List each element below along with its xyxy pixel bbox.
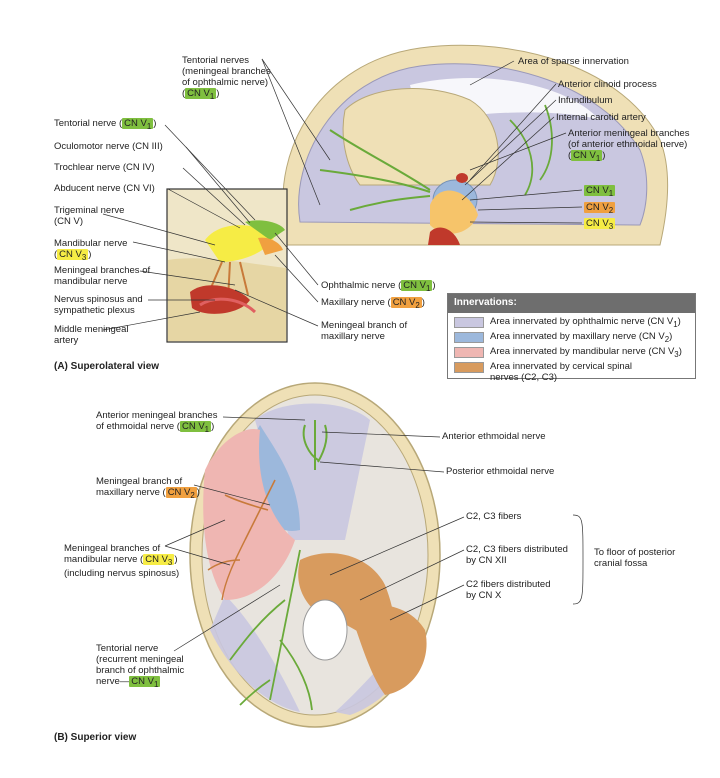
label-post-ethmoidal: Posterior ethmoidal nerve	[446, 466, 555, 477]
label-ant-ethmoidal: Anterior ethmoidal nerve	[442, 431, 546, 442]
label-trigeminal: Trigeminal nerve (CN V)	[54, 205, 125, 227]
caption-a: (A) Superolateral view	[54, 361, 160, 372]
swatch-maxillary	[454, 332, 484, 343]
label-c2-x: C2 fibers distributed by CN X	[466, 579, 551, 601]
label-mandibular: Mandibular nerve (CN V3)	[54, 238, 128, 262]
label-ophthalmic: Ophthalmic nerve (CN V1)	[321, 280, 436, 293]
legend-item-ophthalmic: Area innervated by ophthalmic nerve (CN …	[454, 316, 695, 329]
swatch-ophthalmic	[454, 317, 484, 328]
label-middle-meningeal: Middle meningeal artery	[54, 324, 129, 346]
label-meningeal-maxillary-b: Meningeal branch of maxillary nerve (CN …	[96, 476, 200, 500]
label-tentorial-nerves: Tentorial nerves (meningeal branches of …	[182, 55, 271, 101]
label-meningeal-mandibular-b: Meningeal branches of mandibular nerve (…	[64, 543, 180, 579]
label-cn-v2-a: CN V2	[584, 202, 616, 215]
label-clinoid: Anterior clinoid process	[558, 79, 657, 90]
legend-title: Innervations:	[448, 294, 695, 313]
label-meningeal-mandibular-a: Meningeal branches of mandibular nerve	[54, 265, 151, 287]
cn-v1-badge: CN V1	[122, 118, 154, 131]
legend-item-maxillary: Area innervated by maxillary nerve (CN V…	[454, 331, 695, 344]
label-sparse: Area of sparse innervation	[518, 56, 629, 67]
label-nervus-spinosus: Nervus spinosus and sympathetic plexus	[54, 294, 143, 316]
label-tentorial-nerve-b: Tentorial nerve (recurrent meningeal bra…	[96, 643, 185, 689]
cn-v1-badge: CN V1	[185, 88, 217, 101]
label-ant-meningeal-a: Anterior meningeal branches (of anterior…	[568, 128, 690, 163]
label-floor-posterior: To floor of posterior cranial fossa	[594, 547, 676, 569]
label-maxillary-a: Maxillary nerve (CN V2)	[321, 297, 425, 310]
label-carotid: Internal carotid artery	[556, 112, 646, 123]
swatch-mandibular	[454, 347, 484, 358]
label-c2c3-xii: C2, C3 fibers distributed by CN XII	[466, 544, 568, 566]
legend-item-mandibular: Area innervated by mandibular nerve (CN …	[454, 346, 695, 359]
label-infundibulum: Infundibulum	[558, 95, 613, 106]
label-trochlear: Trochlear nerve (CN IV)	[54, 162, 155, 173]
cn-v3-badge: CN V3	[57, 249, 89, 262]
leader-lines-a	[102, 58, 583, 331]
label-cn-v1-a: CN V1	[584, 185, 616, 198]
innervation-legend: Innervations: Area innervated by ophthal…	[447, 293, 696, 383]
label-c2c3-fibers: C2, C3 fibers	[466, 511, 522, 522]
cn-v1-badge: CN V1	[571, 150, 603, 163]
label-cn-v3-a: CN V3	[584, 218, 616, 231]
label-ant-meningeal-b: Anterior meningeal branches of ethmoidal…	[96, 410, 218, 434]
leader-lines-b	[164, 416, 584, 652]
caption-b: (B) Superior view	[54, 732, 137, 743]
label-meningeal-maxillary-a: Meningeal branch of maxillary nerve	[321, 320, 408, 342]
skull-superior	[189, 382, 441, 728]
label-tentorial-nerve-a: Tentorial nerve (CN V1)	[54, 118, 157, 131]
swatch-cervical	[454, 362, 484, 373]
skull-superolateral	[282, 44, 669, 246]
label-oculomotor: Oculomotor nerve (CN III)	[54, 141, 163, 152]
inset-trigeminal	[166, 188, 288, 343]
label-abducent: Abducent nerve (CN VI)	[54, 183, 155, 194]
